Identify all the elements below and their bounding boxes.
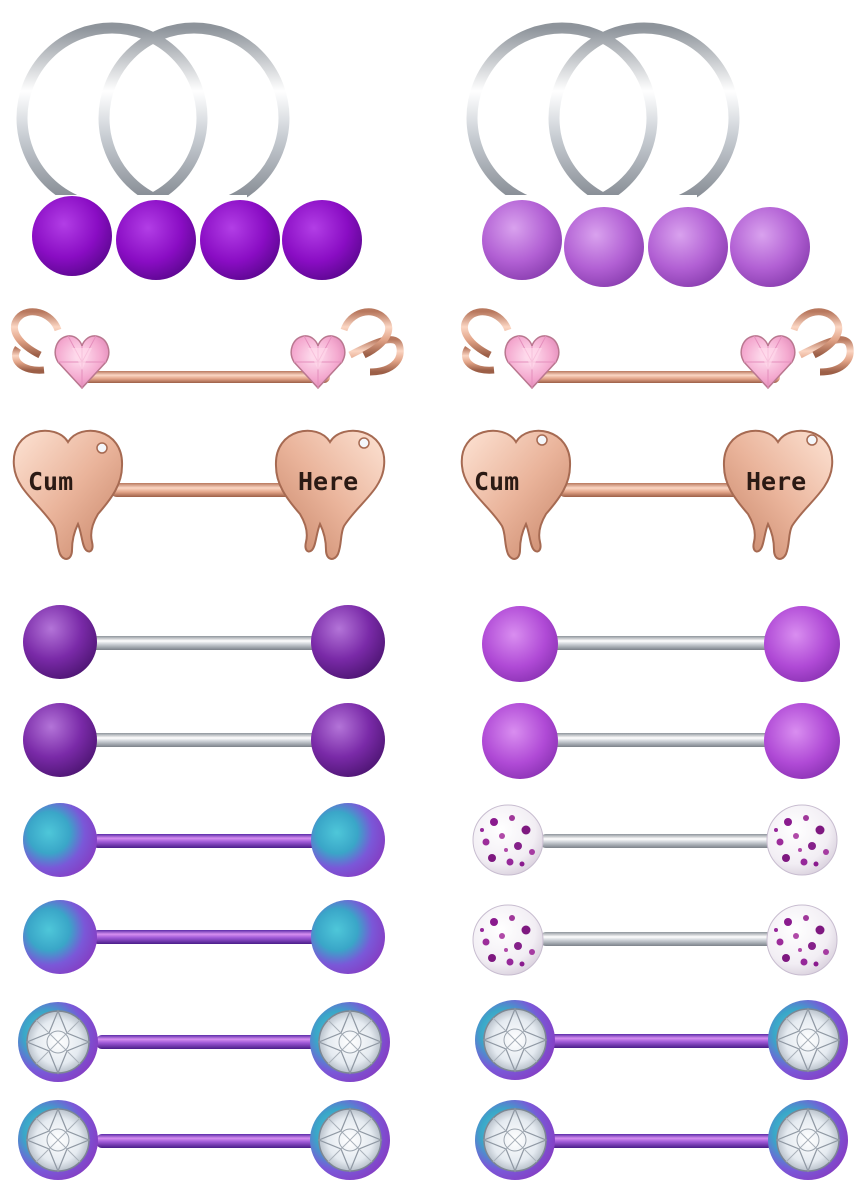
engraved-heart-barbell-right: Cum Here: [460, 429, 834, 560]
uv-ball-barbell-2: [482, 703, 840, 779]
heart-gem-barbell-left: [10, 308, 404, 389]
anodized-ball-barbell-2: [23, 900, 385, 974]
horseshoe-rings-lavender: [466, 22, 810, 287]
pearl-ball-barbell-1: [23, 605, 385, 679]
crystal-barbell-right-1: [474, 999, 849, 1081]
engraving-left-2: Cum: [474, 467, 519, 496]
glitter-ball-barbell-2: [472, 904, 838, 976]
engraving-left: Cum: [28, 467, 73, 496]
horseshoe-rings-purple: [16, 22, 362, 280]
anodized-ball-barbell-1: [23, 803, 385, 877]
heart-gem-barbell-right: [460, 308, 854, 389]
engraved-heart-barbell-left: Cum Here: [12, 429, 386, 560]
crystal-barbell-right-2: [474, 1099, 849, 1181]
engraving-right-2: Here: [746, 467, 806, 496]
engraving-right: Here: [298, 467, 358, 496]
pearl-ball-barbell-2: [23, 703, 385, 777]
glitter-ball-barbell-1: [472, 804, 838, 876]
crystal-barbell-left-2: [17, 1099, 391, 1181]
uv-ball-barbell-1: [482, 606, 840, 682]
crystal-barbell-left-1: [17, 1001, 391, 1083]
